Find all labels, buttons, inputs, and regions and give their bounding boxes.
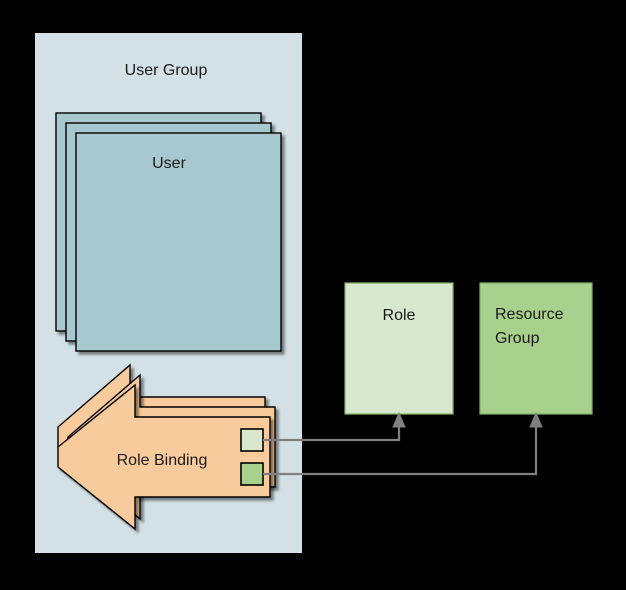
role-node[interactable]: Role [344,282,454,415]
resource-group-box[interactable] [479,282,593,415]
role-label: Role [383,307,416,324]
role-binding-arrow-front[interactable] [57,383,271,531]
role-binding-label: Role Binding [117,452,208,469]
resource-group-port-square[interactable] [240,462,264,486]
resource-group-node[interactable]: Resource Group [479,282,593,415]
connector-resource-group-arrowhead-icon [529,411,543,428]
user-group-label: User Group [125,62,208,79]
connector-role-binding-to-role[interactable] [263,411,406,442]
resource-group-label-line2: Group [495,330,540,347]
role-box[interactable] [344,282,454,415]
role-binding-stack[interactable]: Role Binding [57,363,276,531]
user-stack[interactable]: User [55,112,282,352]
connector-role-binding-to-resource-group[interactable] [263,411,543,476]
user-card-front[interactable] [75,132,282,352]
user-label: User [152,155,186,172]
connector-role-line [263,425,401,442]
role-port-square[interactable] [240,428,264,452]
resource-group-label-line1: Resource [495,306,564,323]
connector-role-arrowhead-icon [392,411,406,428]
connector-resource-group-line [263,425,538,476]
